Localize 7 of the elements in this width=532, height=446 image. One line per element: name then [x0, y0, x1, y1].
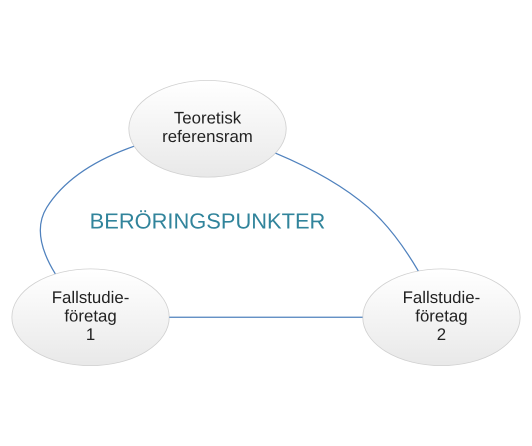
node-ellipse: Fallstudie-företag 1	[11, 268, 170, 366]
node-ellipse: Fallstudie-företag 2	[362, 268, 521, 366]
connector	[169, 316, 363, 318]
node-ellipse: Teoretisk referensram	[128, 80, 287, 178]
connector	[275, 152, 419, 272]
connector	[40, 146, 134, 274]
label: BERÖRINGSPUNKTER	[90, 208, 326, 234]
